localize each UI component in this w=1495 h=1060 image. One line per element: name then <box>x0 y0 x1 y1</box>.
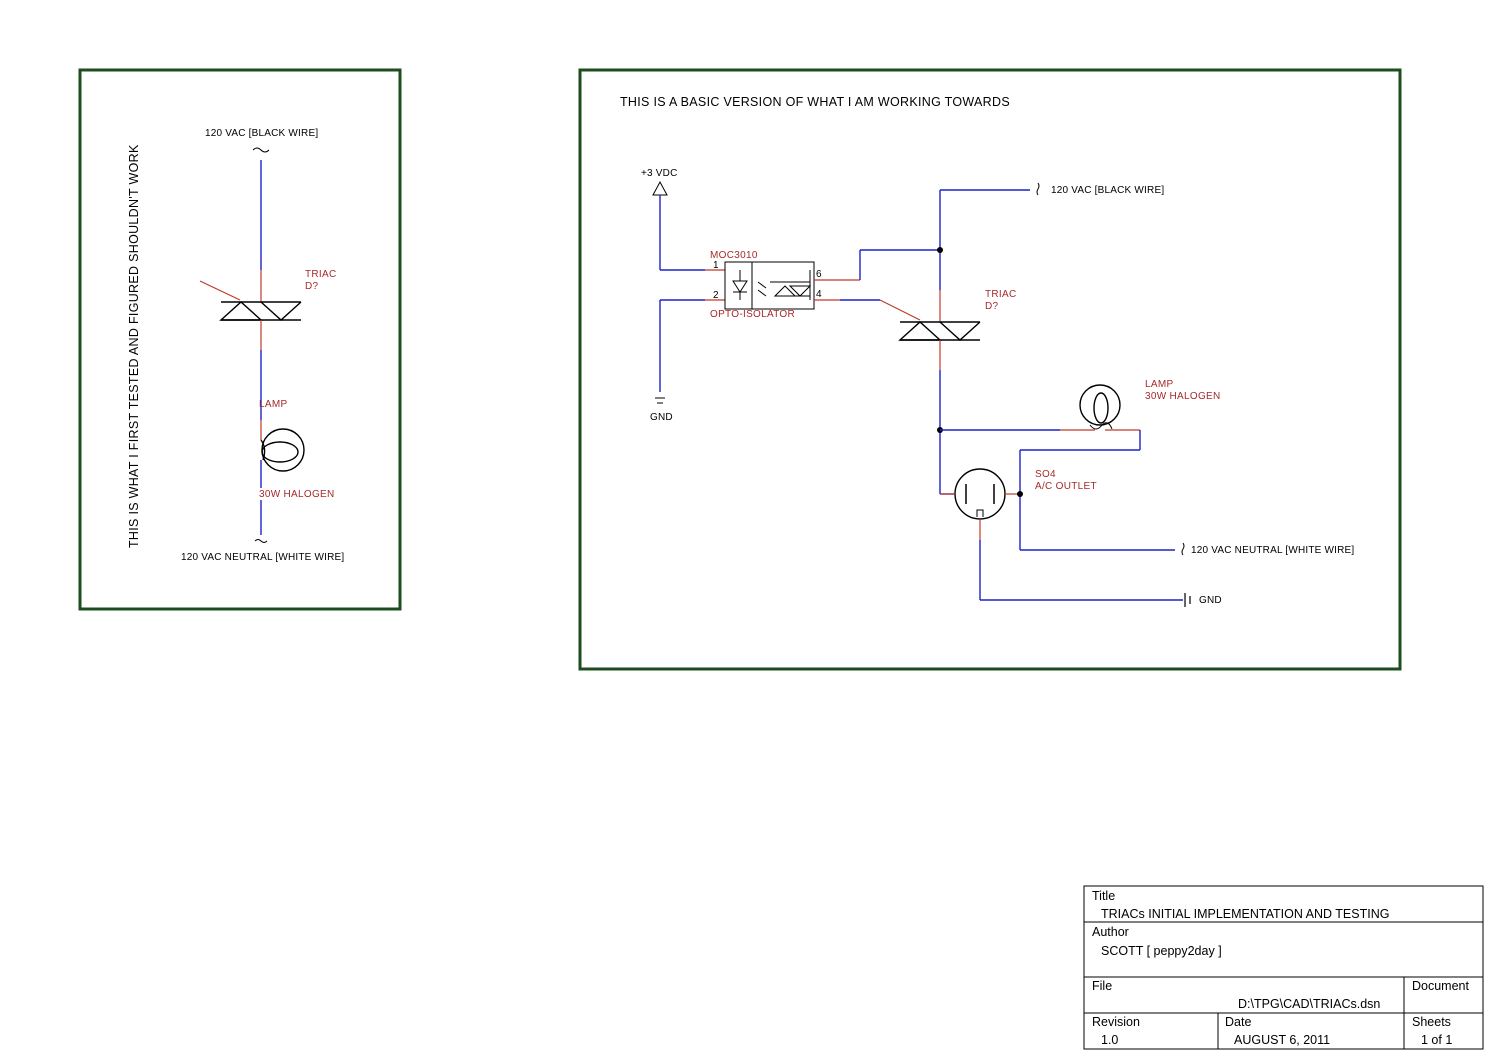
right-lamp-symbol <box>1060 384 1140 431</box>
left-rotated-note: THIS IS WHAT I FIRST TESTED AND FIGURED … <box>127 144 141 548</box>
opto-pin2-number: 2 <box>713 290 719 301</box>
tb-revision-value: 1.0 <box>1101 1033 1118 1047</box>
tb-sheets-key: Sheets <box>1412 1015 1451 1029</box>
left-triac-ref: TRIAC <box>305 269 337 280</box>
right-triac-ref: TRIAC <box>985 289 1017 300</box>
opto-name-label: OPTO-ISOLATOR <box>710 309 795 320</box>
opto-pin1-number: 1 <box>713 260 719 271</box>
earth-ground-icon <box>1184 593 1191 607</box>
tb-date-key: Date <box>1225 1015 1251 1029</box>
right-lamp-value: 30W HALOGEN <box>1145 391 1221 402</box>
right-ac-source-neutral-icon <box>1181 542 1185 556</box>
outlet-ref: SO4 <box>1035 469 1056 480</box>
left-lamp-label: LAMP <box>259 399 287 410</box>
right-panel-heading: THIS IS A BASIC VERSION OF WHAT I AM WOR… <box>620 95 1010 109</box>
right-triac-symbol <box>879 290 981 370</box>
tb-title-value: TRIACs INITIAL IMPLEMENTATION AND TESTIN… <box>1101 907 1389 921</box>
title-block-border <box>1083 885 1484 1050</box>
junction-dot-outlet <box>1017 491 1023 497</box>
earth-label: GND <box>1199 595 1222 606</box>
opto-part-label: MOC3010 <box>710 250 758 261</box>
left-lamp-value: 30W HALOGEN <box>259 489 335 500</box>
right-ac-source-top-icon <box>1036 182 1040 196</box>
tb-author-value: SCOTT [ peppy2day ] <box>1101 944 1222 958</box>
ac-outlet-symbol <box>940 468 1020 540</box>
left-lamp-symbol <box>260 420 305 472</box>
tb-document-key: Document <box>1412 979 1469 993</box>
opto-pin6-number: 6 <box>816 269 822 280</box>
left-ac-source-top-icon <box>252 147 270 153</box>
left-panel-frame <box>78 68 402 611</box>
vcc-arrow-icon <box>652 180 668 196</box>
right-supply-top-label: 120 VAC [BLACK WIRE] <box>1051 185 1164 196</box>
tb-file-key: File <box>1092 979 1112 993</box>
gnd-icon <box>655 397 665 404</box>
left-panel: THIS IS WHAT I FIRST TESTED AND FIGURED … <box>78 68 402 611</box>
right-supply-neutral-label: 120 VAC NEUTRAL [WHITE WIRE] <box>1191 545 1354 556</box>
vcc-label: +3 VDC <box>641 168 678 179</box>
tb-title-key: Title <box>1092 889 1115 903</box>
tb-file-value: D:\TPG\CAD\TRIACs.dsn <box>1238 997 1380 1011</box>
right-triac-des: D? <box>985 301 999 312</box>
opto-pin4-number: 4 <box>816 289 822 300</box>
tb-sheets-value: 1 of 1 <box>1421 1033 1452 1047</box>
left-ac-source-bottom-icon <box>254 539 268 543</box>
tb-author-key: Author <box>1092 925 1129 939</box>
outlet-name: A/C OUTLET <box>1035 481 1097 492</box>
tb-date-value: AUGUST 6, 2011 <box>1234 1033 1330 1047</box>
left-triac-des: D? <box>305 281 319 292</box>
right-panel-frame <box>578 68 1402 671</box>
title-block: Title TRIACs INITIAL IMPLEMENTATION AND … <box>1083 885 1484 1050</box>
left-triac-symbol <box>199 280 302 321</box>
right-lamp-label: LAMP <box>1145 379 1173 390</box>
tb-revision-key: Revision <box>1092 1015 1140 1029</box>
gnd-label: GND <box>650 412 673 423</box>
opto-isolator-symbol <box>724 261 815 310</box>
junction-dot-top <box>937 247 943 253</box>
left-supply-top-label: 120 VAC [BLACK WIRE] <box>205 128 318 139</box>
left-supply-bottom-label: 120 VAC NEUTRAL [WHITE WIRE] <box>181 552 344 563</box>
right-panel: THIS IS A BASIC VERSION OF WHAT I AM WOR… <box>578 68 1402 671</box>
